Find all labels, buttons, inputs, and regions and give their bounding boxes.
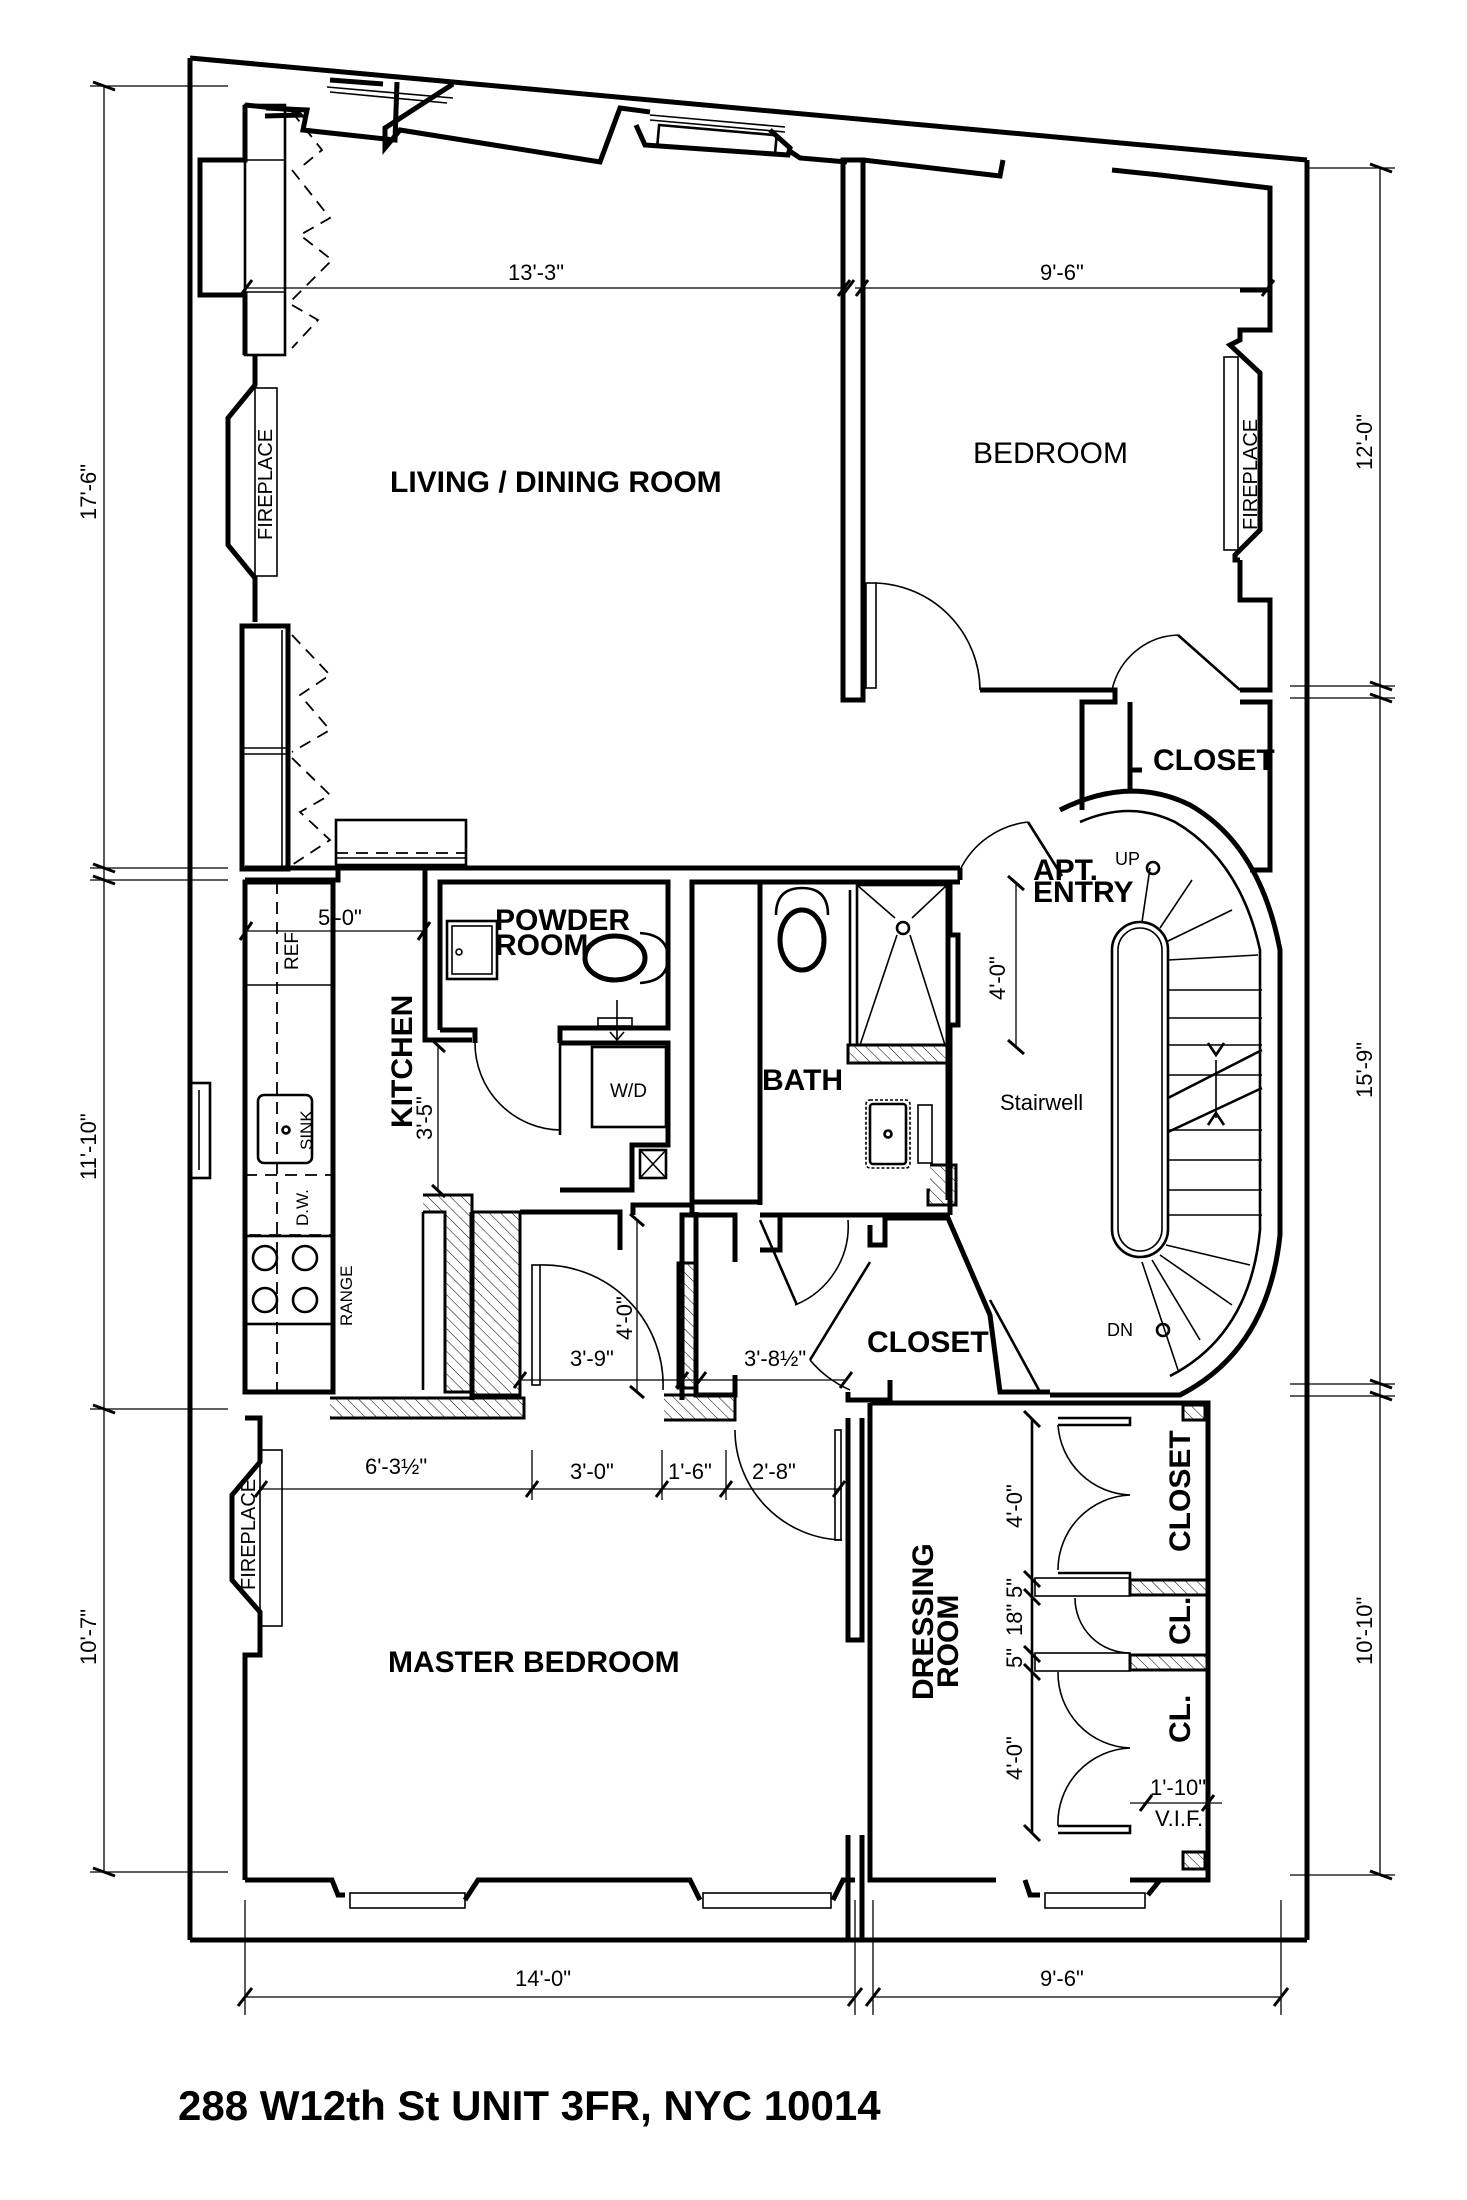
powder-room-label-2: ROOM [495,929,588,962]
kitchen: REF SINK D.W. RANGE KITCHEN 5'-0" 3'-5" [188,868,474,1395]
dim-entry-depth: 4'-0" [985,956,1010,1000]
dim-left-middle: 11'-10" [76,1113,101,1180]
stairwell-label: Stairwell [1000,1090,1083,1115]
dim-kitchen-passage: 3'-5" [412,1096,437,1140]
dressing-room-label-2: ROOM [932,1595,965,1688]
bath-label: BATH [762,1064,843,1097]
dim-dressing-closet-1: 4'-0" [1002,1484,1027,1528]
range-label: RANGE [337,1266,356,1326]
hall-closet-label: CLOSET [867,1326,989,1359]
fireplace-bedroom-label: FIREPLACE [1240,419,1262,530]
powder-room: POWDER ROOM [437,879,671,1135]
dim-left-lower: 10'-7" [76,1609,101,1665]
dim-vif-width: 1'-10" [1150,1775,1206,1800]
cl-1-label: CL. [1164,1597,1197,1645]
dim-right-middle: 15'-9" [1352,1042,1377,1098]
exterior-walls [187,55,1310,1943]
dressing-closet-label: CLOSET [1164,1430,1197,1552]
dim-closet-door: 3'-8½" [744,1346,806,1371]
washer-dryer-area: W/D [560,1040,671,1193]
bottom-dimensions: 14'-0" 9'-6" [236,1900,1290,2015]
bedroom-closet-label: CLOSET [1153,744,1275,777]
dim-dressing-gap-1: 5" [1002,1578,1027,1598]
dim-dressing-closet-2: 4'-0" [1002,1736,1027,1780]
apt-entry-label-2: ENTRY [1033,876,1134,909]
dim-master-seg-2: 3'-0" [570,1459,614,1484]
washer-dryer-label: W/D [610,1081,647,1102]
bedroom: FIREPLACE BEDROOM 9'-6" [854,157,1276,810]
dim-kitchen-width: 5'-0" [318,905,362,930]
stairwell: UP DN Stairwell APT. ENTRY 4'-0" [959,788,1283,1398]
dressing-room: DRESSING ROOM CLOSET CL. CL. 4'-0" 5" 18… [867,1400,1222,1909]
master-bedroom-label: MASTER BEDROOM [388,1646,680,1679]
dressing-room-label-1: DRESSING [907,1543,940,1700]
kitchen-label: KITCHEN [386,995,419,1128]
vif-label: V.I.F. [1155,1806,1203,1831]
stair-down-label: DN [1107,1320,1133,1340]
dim-left-upper: 17'-6" [76,464,101,520]
dim-bedroom-width: 9'-6" [1040,260,1084,285]
left-dimensions: 17'-6" 11'-10" 10'-7" [76,80,228,1878]
fireplace-master-label: FIREPLACE [238,1479,260,1590]
dim-master-seg-3: 1'-6" [668,1459,712,1484]
dim-dressing-gap-2: 5" [1002,1648,1027,1668]
dim-bottom-left: 14'-0" [515,1966,571,1991]
cl-2-label: CL. [1164,1695,1197,1743]
dim-master-seg-4: 2'-8" [752,1459,796,1484]
powder-room-label-1: POWDER [495,904,630,937]
bedroom-label: BEDROOM [973,437,1128,470]
stair-up-label: UP [1115,849,1140,869]
dim-master-seg-1: 6'-3½" [365,1454,427,1479]
master-bedroom: FIREPLACE MASTER BEDROOM 6'-3½" 3'-0" 1'… [229,1415,865,1942]
living-dining-label: LIVING / DINING ROOM [390,466,722,499]
address-title: 288 W12th St UNIT 3FR, NYC 10014 [178,2082,881,2129]
living-room: FIREPLACE LIVING / DINING ROOM 13'-3" [197,103,856,872]
dim-bottom-right: 9'-6" [1040,1966,1084,1991]
fireplace-living-label: FIREPLACE [255,429,277,540]
hall: 4'-0" 3'-9" 3'-8½" [330,1202,854,1422]
hall-closet: CLOSET [808,1215,1050,1403]
dim-hall-depth: 4'-0" [612,1296,637,1340]
right-dimensions: 12'-0" 15'-9" 10'-10" [1290,162,1395,1881]
living-bedroom-partition [836,157,866,703]
dim-living-width: 13'-3" [508,260,564,285]
dim-right-upper: 12'-0" [1352,414,1377,470]
dim-hall-width: 3'-9" [570,1346,614,1371]
living-top-wall [244,77,848,165]
bedroom-closet: CLOSET [1127,699,1275,873]
dim-dressing-cl-mid: 18" [1002,1604,1027,1636]
apt-entry-label-1: APT. [1033,854,1098,887]
sink-label: SINK [297,1110,316,1150]
ref-label: REF [282,932,303,970]
dim-right-lower: 10'-10" [1352,1597,1377,1665]
dishwasher-label: D.W. [293,1189,312,1226]
bath: BATH [689,879,961,1306]
middle-wall [245,857,963,883]
